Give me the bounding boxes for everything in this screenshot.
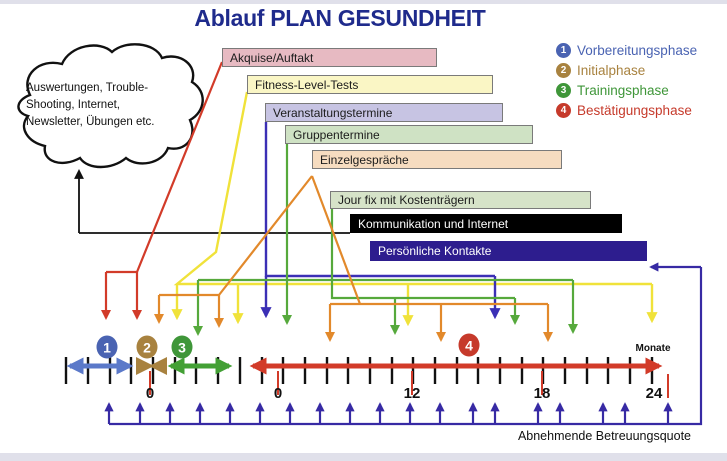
bar-gruppentermine: Gruppentermine [285,125,533,144]
axis-unit-label: Monate [635,343,671,354]
legend-dot-1: 1 [556,42,571,58]
phase-legend: 1 Vorbereitungsphase 2 Initialphase 3 Tr… [556,40,697,120]
axis-label-24: 24 [645,385,663,402]
bar-kommunikation-internet: Kommunikation und Internet [350,214,622,233]
phase-circle-3: 3 [171,335,193,359]
phase-arrows [66,357,663,375]
legend-dot-4: 4 [556,102,571,118]
axis-label-0b: 0 [273,385,283,402]
legend-dot-3: 3 [556,82,571,98]
legend-item-bestaetigungsphase: 4 Bestätigungsphase [556,100,697,120]
timeline-ticks [64,357,654,384]
bar-jour-fix: Jour fix mit Kostenträgern [330,191,591,209]
phase-circle-2: 2 [136,335,158,359]
connector-veranstaltungen [260,122,501,320]
top-edge-strip [0,0,727,4]
connector-fitness [171,91,658,327]
axis-label-0a: 0 [145,385,155,402]
page-title: Ablauf PLAN GESUNDHEIT [194,5,486,31]
bottom-edge-strip [0,453,727,461]
phase2-arrow [136,357,154,375]
cloud-text: Auswertungen, Trouble- Shooting, Interne… [26,80,155,131]
betreuungsquote-arrows [104,262,703,426]
bar-akquise: Akquise/Auftakt [222,48,437,67]
connector-gruppentermine [192,143,579,337]
bar-persoenliche-kontakte: Persönliche Kontakte [370,241,647,261]
bar-fitness-level-tests: Fitness-Level-Tests [247,75,493,94]
cloud-line: Newsletter, Übungen etc. [26,116,155,128]
bar-einzelgespraeche: Einzelgespräche [312,150,562,169]
legend-item-initialphase: 2 Initialphase [556,60,697,80]
phase-circle-4: 4 [458,333,480,357]
legend-item-vorbereitungsphase: 1 Vorbereitungsphase [556,40,697,60]
connector-akquise [100,61,224,321]
bar-veranstaltungstermine: Veranstaltungstermine [265,103,503,122]
axis-label-ticks [149,371,669,398]
connector-einzelgespraeche [153,175,554,343]
phase-circle-1: 1 [96,335,118,359]
legend-item-trainingsphase: 3 Trainingsphase [556,80,697,100]
betreuungsquote-label: Abnehmende Betreuungsquote [517,429,691,443]
cloud-line: Shooting, Internet, [26,99,120,111]
legend-dot-2: 2 [556,62,571,78]
axis-label-18: 18 [533,385,551,402]
cloud-line: Auswertungen, Trouble- [26,82,149,94]
axis-label-12: 12 [403,385,421,402]
cloud-connector-line [74,169,350,234]
